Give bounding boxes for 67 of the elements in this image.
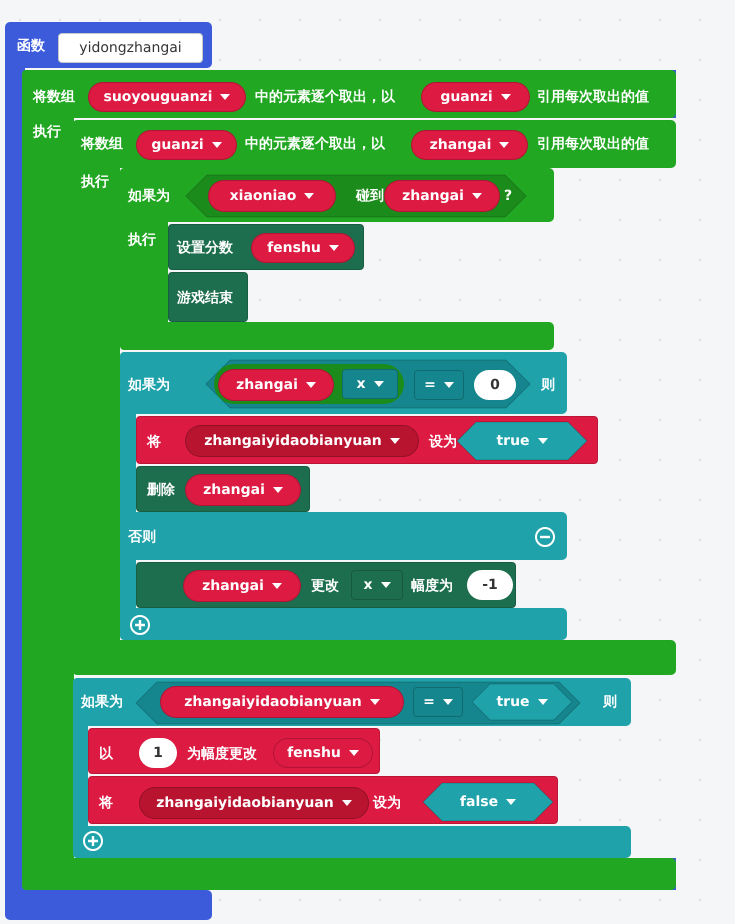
- statement-block: [168, 272, 248, 322]
- name-field: yidongzhangai: [58, 33, 203, 63]
- statement-block: [136, 416, 598, 464]
- block-label: 设置分数: [177, 239, 233, 258]
- block-label: 执行: [128, 231, 156, 250]
- statement-block: [136, 562, 516, 608]
- block-label: 将: [147, 433, 161, 452]
- block-label: 设为: [429, 433, 457, 452]
- block-label: 函数: [17, 37, 45, 56]
- block-label: 以: [99, 745, 113, 764]
- variable-dropdown: zhangai: [218, 369, 334, 401]
- condition-block: [186, 175, 526, 217]
- operator-dropdown: =: [414, 370, 464, 400]
- variable-dropdown: zhangai: [185, 474, 301, 506]
- block-label: 则: [541, 376, 555, 395]
- block-label: 如果为: [81, 693, 123, 712]
- statement-block: [168, 224, 364, 270]
- block-label: 执行: [81, 173, 109, 192]
- variable-dropdown: fenshu: [251, 233, 355, 263]
- block-label: 中的元素逐个取出，以: [255, 88, 395, 107]
- variable-dropdown: zhangaiyidaobianyuan: [139, 787, 369, 819]
- variable-dropdown: zhangai: [384, 180, 500, 212]
- block-label: 执行: [33, 123, 61, 142]
- statement-block: [136, 466, 310, 512]
- statement-block: [88, 728, 380, 774]
- block-label: 引用每次取出的值: [537, 135, 649, 154]
- block-label: 如果为: [128, 376, 170, 395]
- boolean-dropdown: false: [423, 783, 553, 821]
- block-label: ?: [504, 187, 512, 206]
- statement-block: [88, 776, 558, 824]
- operator-dropdown: x: [342, 369, 398, 399]
- block-label: 否则: [128, 528, 156, 547]
- variable-dropdown: xiaoniao: [208, 180, 336, 212]
- block-label: 游戏结束: [177, 289, 233, 308]
- loop-block: [73, 120, 676, 675]
- block-label: 中的元素逐个取出，以: [245, 135, 385, 154]
- block-label: 则: [603, 693, 617, 712]
- condition-block: [206, 360, 530, 408]
- number-field: -1: [467, 570, 513, 600]
- block-label: 更改: [311, 577, 339, 596]
- variable-dropdown: zhangai: [411, 130, 528, 160]
- block-label: 将数组: [33, 88, 75, 107]
- block-label: 删除: [147, 481, 175, 500]
- block-label: 幅度为: [411, 576, 453, 596]
- variable-dropdown: guanzi: [136, 130, 237, 160]
- if-block: [73, 678, 631, 858]
- if-block: [120, 168, 554, 350]
- block-label: 引用每次取出的值: [537, 88, 649, 107]
- operator-dropdown: x: [351, 570, 403, 600]
- boolean-dropdown: true: [457, 422, 587, 460]
- condition-block: [136, 682, 580, 724]
- variable-dropdown: zhangaiyidaobianyuan: [185, 425, 419, 457]
- variable-dropdown: fenshu: [273, 738, 373, 768]
- block-label: 设为: [373, 794, 401, 813]
- reporter-block: [214, 364, 404, 404]
- block-label: 将: [99, 794, 113, 813]
- block-label: 如果为: [128, 187, 170, 206]
- boolean-dropdown: true: [472, 684, 572, 720]
- variable-dropdown: zhangai: [183, 570, 301, 602]
- block-label: 将数组: [81, 135, 123, 154]
- block-label: 碰到: [356, 187, 384, 206]
- operator-dropdown: =: [413, 687, 463, 717]
- number-field: 1: [139, 738, 177, 768]
- variable-dropdown: suoyouguanzi: [88, 82, 246, 112]
- variable-dropdown: zhangaiyidaobianyuan: [160, 686, 404, 718]
- variable-dropdown: guanzi: [421, 82, 530, 112]
- block-label: 为幅度更改: [187, 744, 257, 764]
